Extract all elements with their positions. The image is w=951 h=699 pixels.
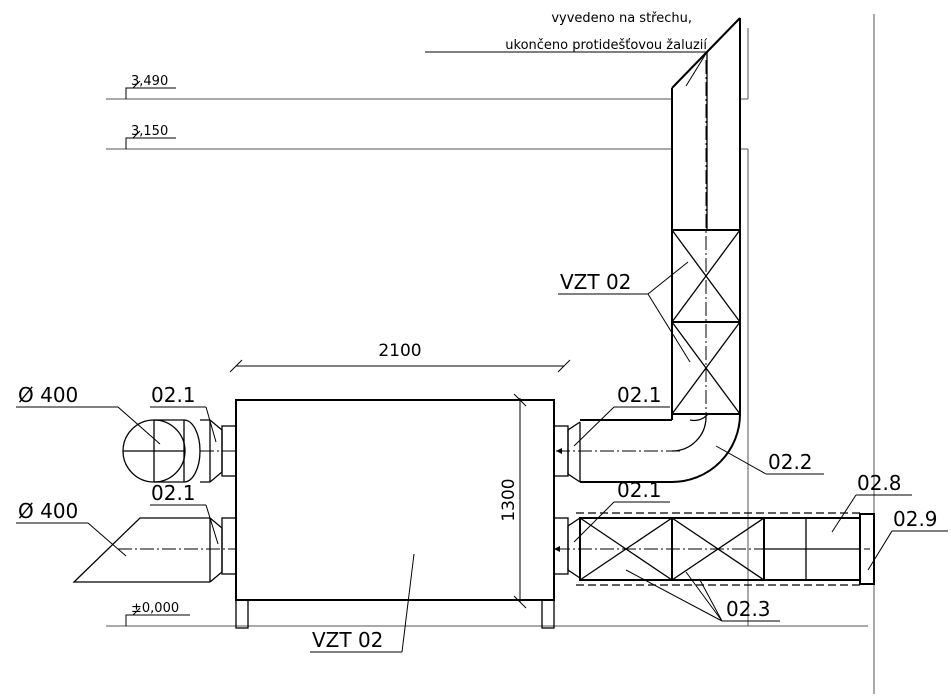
vertical-exhaust-duct — [671, 17, 741, 420]
label-02-2: 02.2 — [715, 445, 824, 475]
left-bottom-intake — [72, 517, 236, 583]
label-vzt-top: VZT 02 — [558, 261, 691, 363]
p023-text: 02.3 — [726, 597, 771, 621]
level-mark-3150: 3,150 — [125, 124, 176, 149]
label-diam-top: Ø 400 — [16, 383, 161, 445]
label-02-9: 02.9 — [867, 507, 948, 571]
roof-note: vyvedeno na střechu, ukončeno protidešťo… — [425, 11, 708, 87]
label-02-8: 02.8 — [831, 471, 912, 533]
p021-left-bottom-text: 02.1 — [151, 481, 196, 505]
label-02-1-left-top: 02.1 — [150, 383, 217, 443]
label-diam-bottom: Ø 400 — [16, 499, 127, 557]
dim-width-label: 2100 — [378, 341, 421, 361]
vzt-bottom-text: VZT 02 — [312, 628, 383, 652]
level-mark-3490: 3,490 — [125, 74, 176, 99]
label-02-1-left-bottom: 02.1 — [150, 481, 219, 545]
diam-top-text: Ø 400 — [18, 383, 78, 407]
building-outline — [106, 14, 875, 694]
level-zero-label: ±0,000 — [131, 601, 179, 616]
level-3150-label: 3,150 — [131, 124, 168, 139]
note-line-2: ukončeno protidešťovou žaluzií — [505, 38, 707, 53]
label-vzt-bottom: VZT 02 — [310, 553, 415, 653]
dim-height: 1300 — [499, 393, 527, 609]
label-02-3: 02.3 — [625, 569, 780, 622]
label-02-1-right-top: 02.1 — [573, 383, 670, 447]
dim-width: 2100 — [229, 341, 571, 373]
level-3490-label: 3,490 — [131, 74, 168, 89]
left-top-intake — [122, 419, 236, 483]
p021-right-top-text: 02.1 — [617, 383, 662, 407]
note-line-1: vyvedeno na střechu, — [551, 11, 692, 26]
p021-right-bottom-text: 02.1 — [617, 478, 662, 502]
vzt-top-text: VZT 02 — [560, 270, 631, 294]
p028-text: 02.8 — [857, 471, 902, 495]
p022-text: 02.2 — [768, 450, 813, 474]
dim-height-label: 1300 — [499, 478, 519, 521]
right-top-connection — [556, 413, 741, 483]
label-02-1-right-bottom: 02.1 — [573, 478, 670, 543]
p029-text: 02.9 — [893, 507, 938, 531]
level-mark-zero: ±0,000 — [125, 601, 190, 626]
p021-left-top-text: 02.1 — [151, 383, 196, 407]
right-bottom-duct — [554, 512, 875, 586]
diam-bottom-text: Ø 400 — [18, 499, 78, 523]
